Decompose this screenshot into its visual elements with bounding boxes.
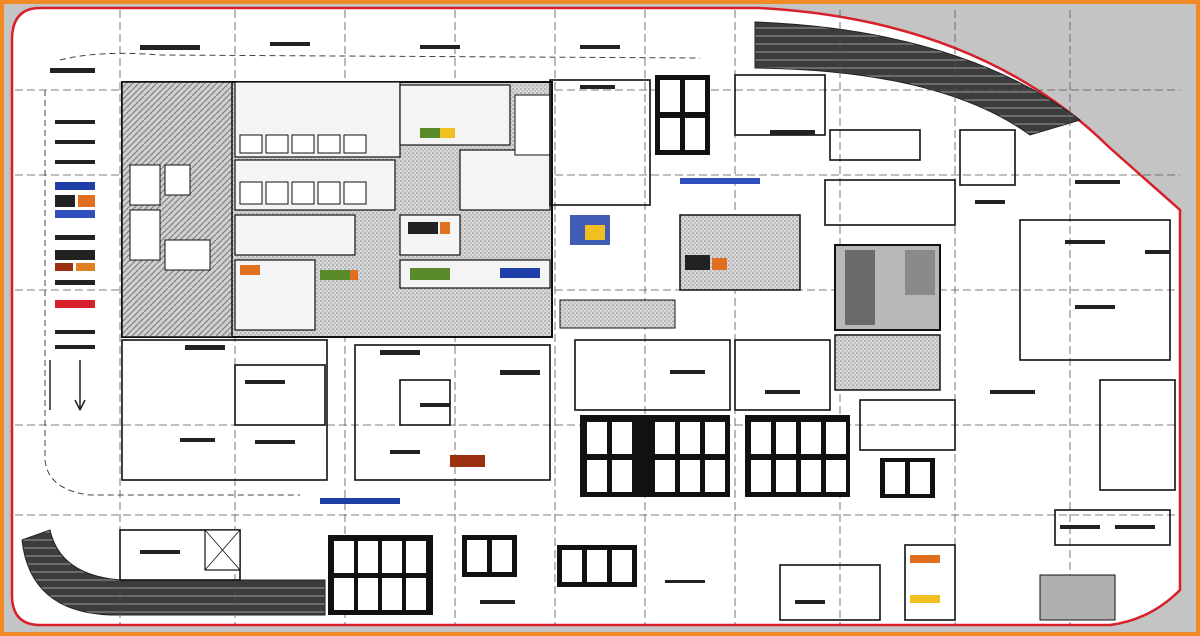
- corridor-hatch: [559, 299, 676, 329]
- plant-room: [679, 214, 801, 291]
- storage-bay: [1039, 574, 1116, 621]
- ramp-top: [754, 21, 1082, 136]
- direction-arrows: [49, 360, 86, 411]
- drive-aisle: [44, 52, 701, 496]
- ramp-bottom: [21, 529, 326, 616]
- lift-banks: [328, 75, 935, 615]
- core-cells: [129, 94, 551, 271]
- shaft-lobby: [834, 334, 941, 391]
- label-marks: [50, 42, 1170, 604]
- color-tag-marks: [55, 128, 940, 603]
